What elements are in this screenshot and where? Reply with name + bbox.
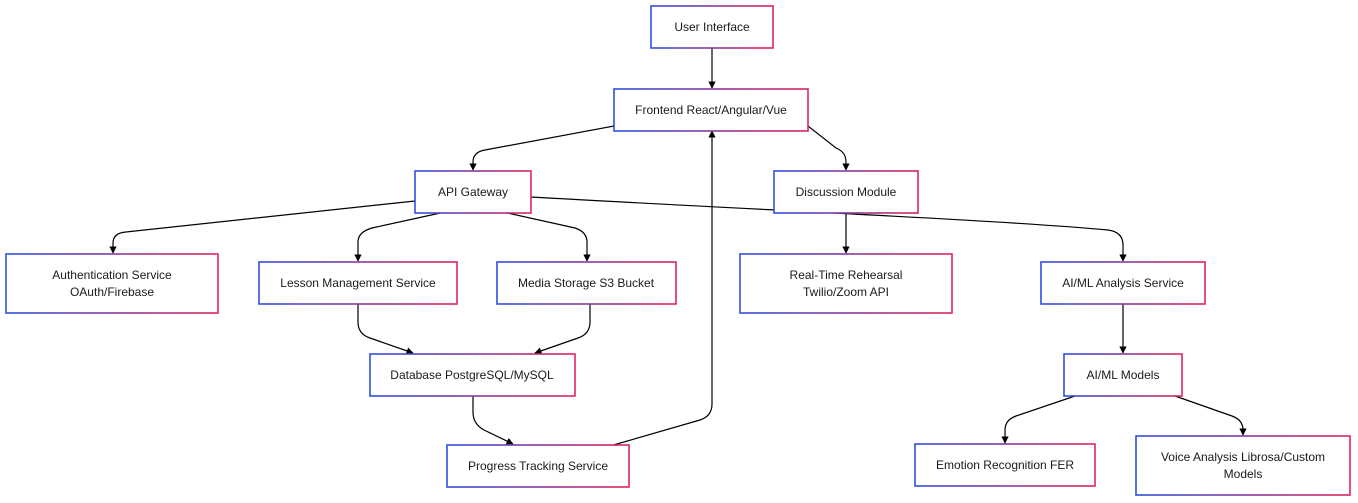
- node-rehearsal[interactable]: Real-Time Rehearsal Twilio/Zoom API: [739, 253, 953, 314]
- edges-layer: [109, 48, 1247, 447]
- edge-api-gateway-to-aiml-service: [530, 196, 1127, 262]
- node-api-gateway[interactable]: API Gateway: [414, 170, 532, 214]
- node-emotion[interactable]: Emotion Recognition FER: [914, 443, 1096, 487]
- node-discussion-label: Discussion Module: [796, 185, 897, 199]
- node-progress[interactable]: Progress Tracking Service: [446, 444, 630, 488]
- edge-frontend-to-discussion: [807, 125, 850, 171]
- node-emotion-label: Emotion Recognition FER: [936, 458, 1074, 472]
- node-database-label: Database PostgreSQL/MySQL: [390, 368, 554, 382]
- node-discussion[interactable]: Discussion Module: [773, 170, 919, 214]
- node-auth-label-line-1: Authentication Service: [52, 268, 172, 282]
- node-auth[interactable]: Authentication Service OAuth/Firebase: [5, 253, 219, 314]
- node-voice-label-line-2: Models: [1224, 467, 1263, 481]
- edge-lesson-to-database: [357, 304, 414, 355]
- node-database[interactable]: Database PostgreSQL/MySQL: [369, 353, 576, 397]
- node-frontend[interactable]: Frontend React/Angular/Vue: [613, 88, 809, 132]
- node-voice-label-line-1: Voice Analysis Librosa/Custom: [1161, 450, 1325, 464]
- node-api-gateway-label: API Gateway: [438, 185, 508, 199]
- node-rehearsal-label-line-1: Real-Time Rehearsal: [790, 268, 903, 282]
- node-auth-label-line-2: OAuth/Firebase: [70, 285, 154, 299]
- edge-database-to-progress: [472, 396, 514, 445]
- node-aiml-models-label: AI/ML Models: [1087, 368, 1160, 382]
- node-user-interface-label: User Interface: [674, 20, 750, 34]
- edge-media-to-database: [534, 304, 591, 355]
- node-media-label: Media Storage S3 Bucket: [518, 276, 655, 290]
- node-progress-label: Progress Tracking Service: [468, 459, 608, 473]
- node-aiml-service[interactable]: AI/ML Analysis Service: [1040, 261, 1206, 305]
- nodes-layer: User Interface Frontend React/Angular/Vu…: [5, 5, 1351, 496]
- edge-progress-to-frontend: [609, 130, 716, 447]
- node-rehearsal-label-line-2: Twilio/Zoom API: [803, 285, 889, 299]
- edge-api-gateway-to-auth: [109, 200, 416, 254]
- edge-api-gateway-to-lesson: [354, 211, 446, 262]
- node-aiml-models[interactable]: AI/ML Models: [1063, 353, 1183, 397]
- node-lesson[interactable]: Lesson Management Service: [258, 261, 458, 305]
- edge-api-gateway-to-media: [502, 211, 591, 262]
- node-lesson-label: Lesson Management Service: [280, 276, 436, 290]
- node-user-interface[interactable]: User Interface: [650, 5, 774, 49]
- node-aiml-service-label: AI/ML Analysis Service: [1062, 276, 1184, 290]
- node-frontend-label: Frontend React/Angular/Vue: [635, 103, 787, 117]
- node-voice[interactable]: Voice Analysis Librosa/Custom Models: [1135, 435, 1351, 496]
- edge-frontend-to-api-gateway: [469, 125, 615, 171]
- edge-aiml-models-to-emotion: [1001, 395, 1076, 444]
- node-media[interactable]: Media Storage S3 Bucket: [496, 261, 677, 305]
- edge-aiml-models-to-voice: [1174, 395, 1247, 436]
